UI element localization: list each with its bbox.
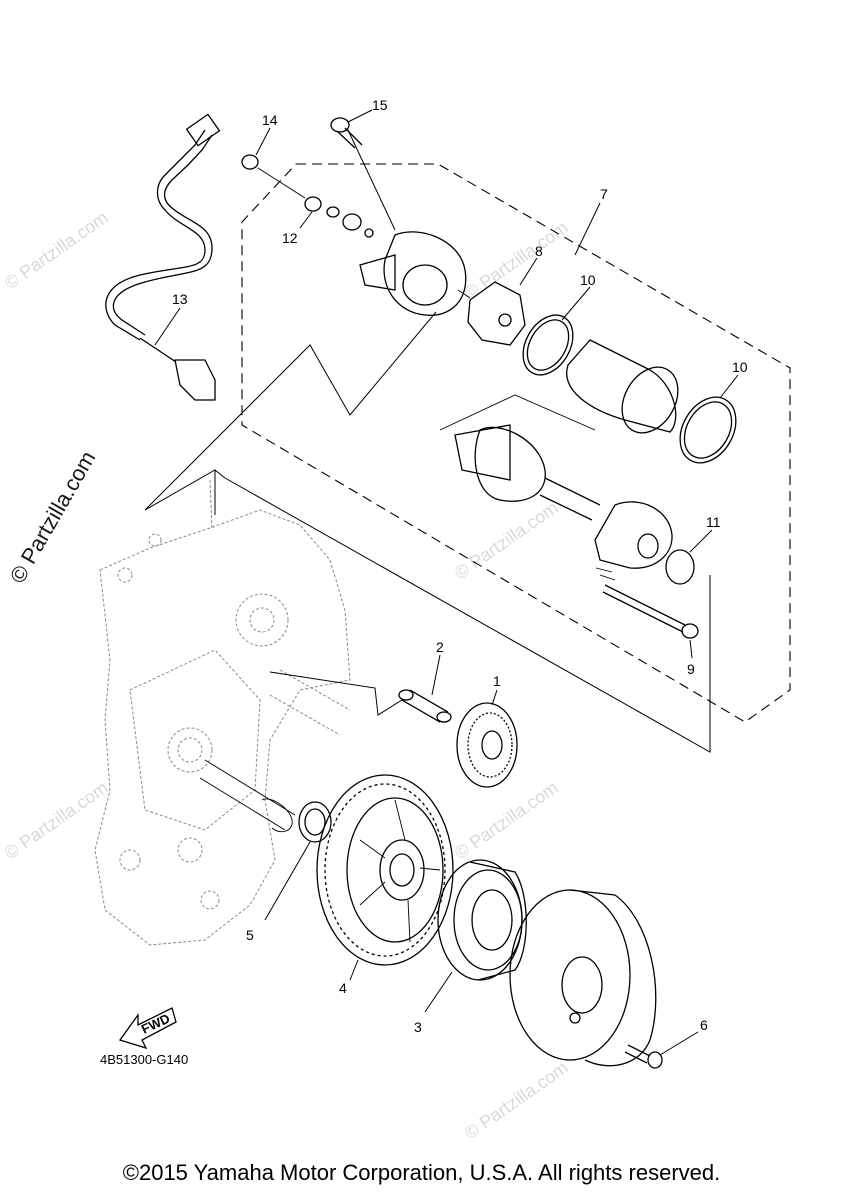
idler-gear	[456, 702, 518, 788]
starter-front-cover	[594, 501, 673, 581]
faint-watermarks: © Partzilla.com © Partzilla.com © Partzi…	[1, 207, 572, 1143]
callout-14: 14	[262, 112, 278, 128]
diagram-code: 4B51300-G140	[100, 1052, 188, 1067]
callout-11: 11	[706, 514, 721, 530]
watermark-prominent: © Partzilla.com	[5, 447, 101, 588]
o-rings-and-yoke	[522, 314, 737, 464]
starter-clutch	[437, 859, 527, 981]
starter-cable	[105, 113, 221, 401]
crankcase	[94, 479, 351, 946]
long-bolt-9	[602, 584, 699, 639]
watermark-faint: © Partzilla.com	[461, 1057, 572, 1143]
callout-4: 4	[339, 980, 347, 996]
callout-5: 5	[246, 927, 254, 943]
bolt-15	[330, 117, 363, 149]
callout-1: 1	[493, 673, 501, 689]
callout-6: 6	[700, 1017, 708, 1033]
starter-motor-assembly-outline	[241, 163, 791, 723]
watermark-faint: © Partzilla.com	[451, 777, 562, 863]
callout-7: 7	[600, 186, 608, 202]
callout-9: 9	[687, 661, 695, 677]
callout-2: 2	[436, 639, 444, 655]
watermark-faint: © Partzilla.com	[1, 777, 112, 863]
armature	[439, 394, 601, 521]
fwd-arrow-icon: FWD	[118, 1007, 177, 1050]
assembly-link-line	[144, 311, 437, 515]
callout-15: 15	[372, 97, 388, 113]
o-ring-11	[665, 549, 695, 585]
washer	[298, 801, 332, 843]
callout-10b: 10	[732, 359, 748, 375]
watermark-faint: © Partzilla.com	[451, 497, 562, 583]
callout-leaders	[154, 109, 739, 1056]
rotor-bolt	[624, 1044, 663, 1069]
watermark-faint: © Partzilla.com	[1, 207, 112, 293]
callout-3: 3	[414, 1019, 422, 1035]
callout-8: 8	[535, 243, 543, 259]
starter-wheel-gear	[316, 774, 454, 966]
idler-shaft	[269, 671, 452, 723]
starter-end-cover	[359, 231, 467, 316]
callout-12: 12	[282, 230, 298, 246]
watermark-faint: © Partzilla.com	[461, 217, 572, 303]
brush-holder	[457, 281, 526, 346]
callout-13: 13	[172, 291, 188, 307]
generator-rotor	[509, 889, 657, 1067]
copyright-notice: ©2015 Yamaha Motor Corporation, U.S.A. A…	[122, 1160, 721, 1185]
nuts-and-washers	[241, 154, 374, 238]
callout-10a: 10	[580, 272, 596, 288]
assembly-link-line	[214, 469, 711, 753]
